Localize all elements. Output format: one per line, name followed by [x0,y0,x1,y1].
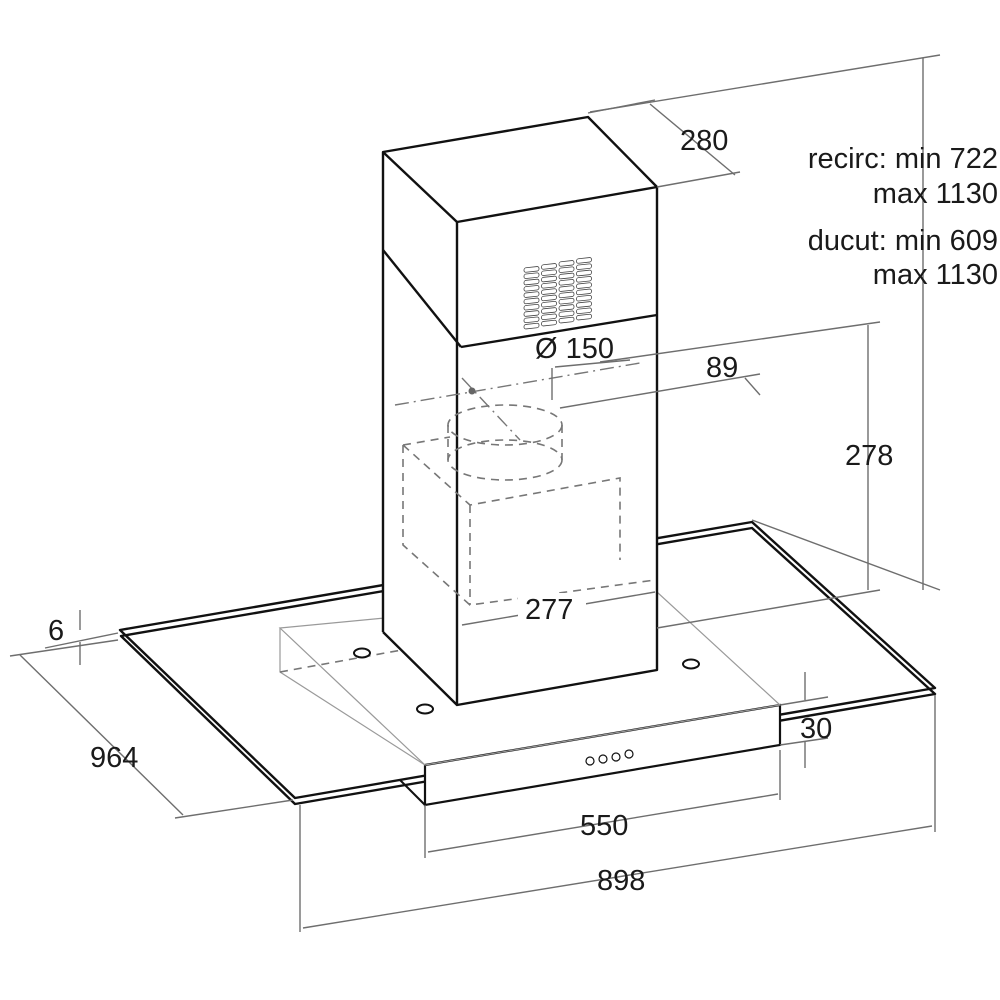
label-duct-max: max 1130 [873,259,998,291]
vent-slot [523,303,540,311]
vent-slot [558,285,575,292]
vent-slot [523,322,540,330]
vent-slot [576,307,592,315]
vent-slot [576,288,592,296]
label-glass-width: 898 [597,865,645,897]
vent-slot [523,291,540,298]
vent-slot [541,307,557,314]
label-chimney-width: 277 [525,594,573,626]
vent-slot [541,263,557,270]
label-chimney-depth: 280 [680,125,728,157]
motor-outline [394,362,656,606]
label-recirc-max: max 1130 [873,178,998,210]
vent-slot [541,282,557,289]
vent-slot [576,269,592,277]
label-outlet-offset: 89 [706,352,738,384]
vent-slot [558,260,575,267]
vent-slot [576,294,592,302]
dimension-labels: 280 recirc: min 722 max 1130 ducut: min … [48,125,998,897]
vent-grille [523,257,592,330]
vent-slot [558,316,575,324]
label-duct-min: ducut: min 609 [808,225,998,257]
vent-slot [558,272,575,280]
label-outlet-diameter: Ø 150 [535,333,614,365]
label-recirc-min: recirc: min 722 [808,143,998,175]
vent-slot [558,304,575,311]
vent-slot [523,272,540,279]
vent-slot [523,316,540,324]
vent-slot [541,288,557,295]
vent-slot [541,275,557,283]
vent-slot [558,310,575,318]
vent-slot [523,285,540,292]
vent-slot [558,266,575,273]
vent-slot [541,319,557,327]
vent-slot [576,313,592,321]
vent-slot [558,279,575,286]
vent-slot [576,263,592,270]
label-glass-thickness: 6 [48,615,64,647]
vent-slot [576,301,592,308]
vent-slot [523,297,540,305]
vent-slot [558,297,575,305]
vent-slot [541,294,557,302]
vent-slot [576,276,592,283]
vent-slot [541,269,557,276]
mounting-holes [353,647,700,715]
vent-slot [558,291,575,299]
vent-slot [576,282,592,289]
dimension-lines [9,54,941,932]
vent-slot [541,313,557,321]
label-body-width: 550 [580,810,628,842]
label-motor-height: 278 [845,440,893,472]
label-body-height: 30 [800,713,832,745]
vent-slot [523,278,540,286]
control-knobs [585,749,634,766]
vent-slot [523,310,540,317]
vent-slot [576,257,592,264]
vent-slot [523,266,540,273]
label-glass-depth: 964 [90,742,138,774]
vent-slot [541,300,557,308]
